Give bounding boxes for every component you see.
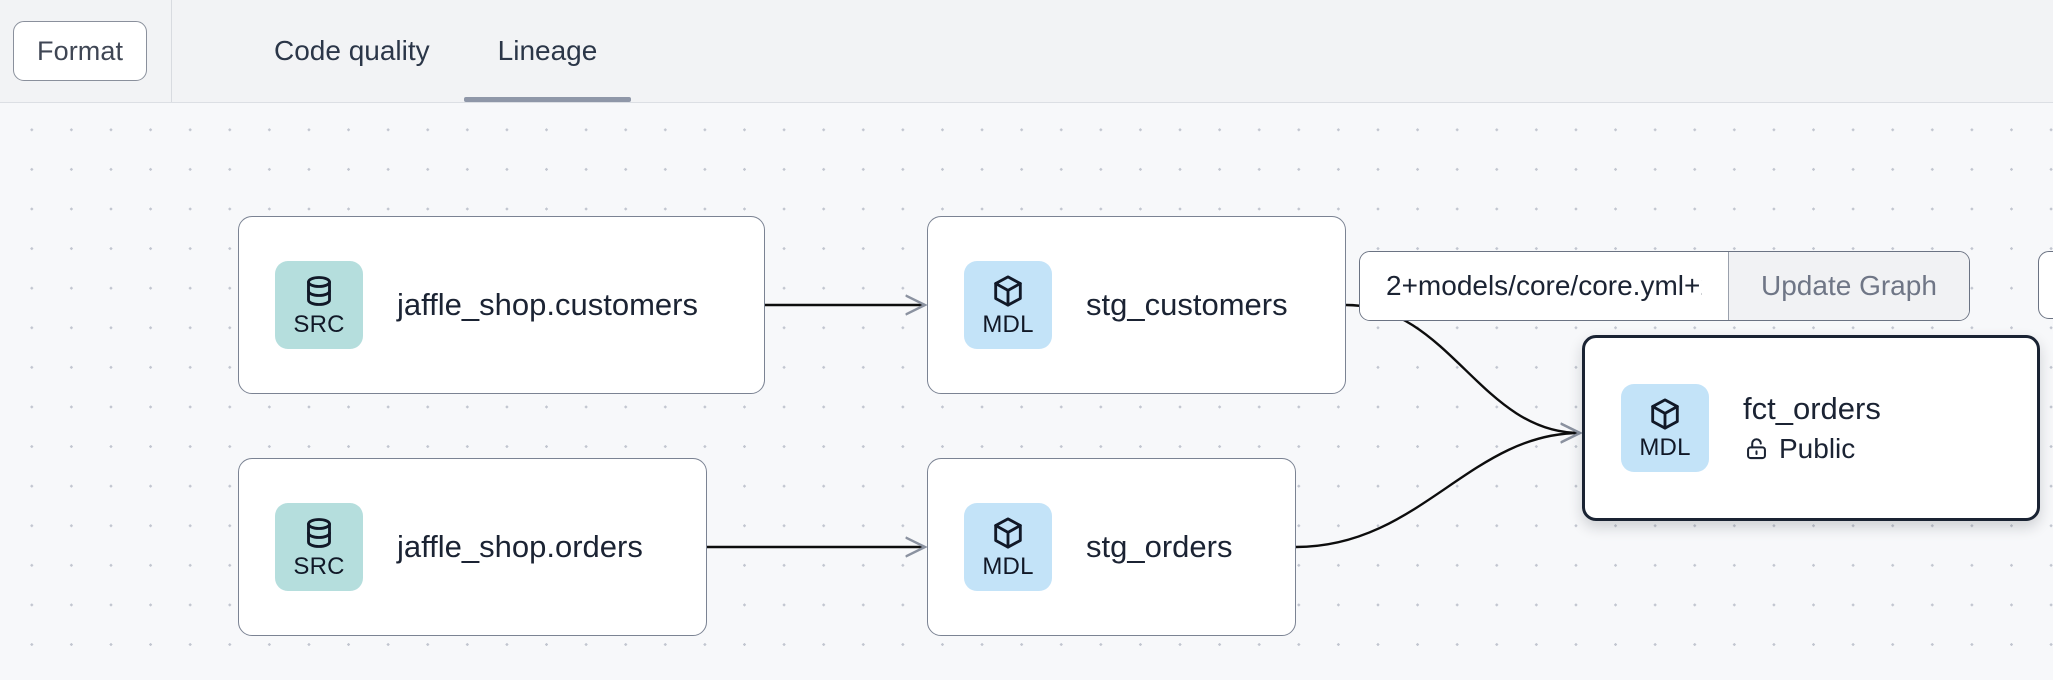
- node-title: jaffle_shop.customers: [397, 287, 698, 323]
- node-title: jaffle_shop.orders: [397, 529, 643, 565]
- lineage-node-stg-orders[interactable]: MDL stg_orders: [927, 458, 1296, 636]
- tab-bar: Code quality Lineage: [172, 0, 632, 102]
- lineage-node-stg-customers[interactable]: MDL stg_customers: [927, 216, 1346, 394]
- tab-lineage-underline: [463, 97, 632, 102]
- lineage-node-src-orders[interactable]: SRC jaffle_shop.orders: [238, 458, 707, 636]
- toolbar-left-group: Format: [0, 0, 172, 102]
- graph-secondary-control[interactable]: [2038, 251, 2053, 319]
- node-title: stg_customers: [1086, 287, 1288, 323]
- graph-selector-input[interactable]: [1360, 252, 1728, 320]
- badge-src-label: SRC: [293, 553, 345, 580]
- badge-mdl-label: MDL: [982, 311, 1034, 338]
- node-body: jaffle_shop.orders: [397, 529, 643, 565]
- unlock-icon: [1743, 435, 1770, 462]
- node-visibility: Public: [1743, 433, 1881, 465]
- node-body: stg_customers: [1086, 287, 1288, 323]
- lineage-node-src-customers[interactable]: SRC jaffle_shop.customers: [238, 216, 765, 394]
- badge-src: SRC: [275, 503, 363, 591]
- tab-code-quality-label: Code quality: [274, 35, 430, 66]
- badge-src: SRC: [275, 261, 363, 349]
- toolbar-header: Format Code quality Lineage: [0, 0, 2053, 103]
- badge-mdl-label: MDL: [1639, 434, 1691, 461]
- edge-stg-customers-to-fct-orders: [1345, 303, 1580, 433]
- lineage-canvas[interactable]: SRC jaffle_shop.customers MDL stg_custo: [0, 103, 2053, 680]
- badge-src-label: SRC: [293, 311, 345, 338]
- graph-selector-control: Update Graph: [1359, 251, 1970, 321]
- cube-icon: [990, 515, 1026, 551]
- edge-stg-orders-to-fct-orders: [1295, 433, 1580, 549]
- tab-lineage[interactable]: Lineage: [463, 0, 632, 102]
- badge-mdl: MDL: [964, 261, 1052, 349]
- tab-code-quality-underline: [240, 97, 464, 102]
- node-visibility-label: Public: [1779, 432, 1856, 464]
- lineage-node-fct-orders[interactable]: MDL fct_orders Public: [1582, 335, 2040, 521]
- badge-mdl-label: MDL: [982, 553, 1034, 580]
- cube-icon: [1647, 396, 1683, 432]
- tab-lineage-label: Lineage: [497, 35, 598, 66]
- update-graph-button[interactable]: Update Graph: [1728, 252, 1969, 320]
- node-title: fct_orders: [1743, 391, 1881, 427]
- tab-code-quality[interactable]: Code quality: [240, 0, 464, 102]
- node-body: stg_orders: [1086, 529, 1232, 565]
- badge-mdl: MDL: [964, 503, 1052, 591]
- format-button[interactable]: Format: [13, 21, 148, 81]
- database-icon: [301, 515, 337, 551]
- node-body: jaffle_shop.customers: [397, 287, 698, 323]
- node-body: fct_orders Public: [1743, 391, 1881, 465]
- badge-mdl: MDL: [1621, 384, 1709, 472]
- node-title: stg_orders: [1086, 529, 1233, 565]
- database-icon: [301, 273, 337, 309]
- cube-icon: [990, 273, 1026, 309]
